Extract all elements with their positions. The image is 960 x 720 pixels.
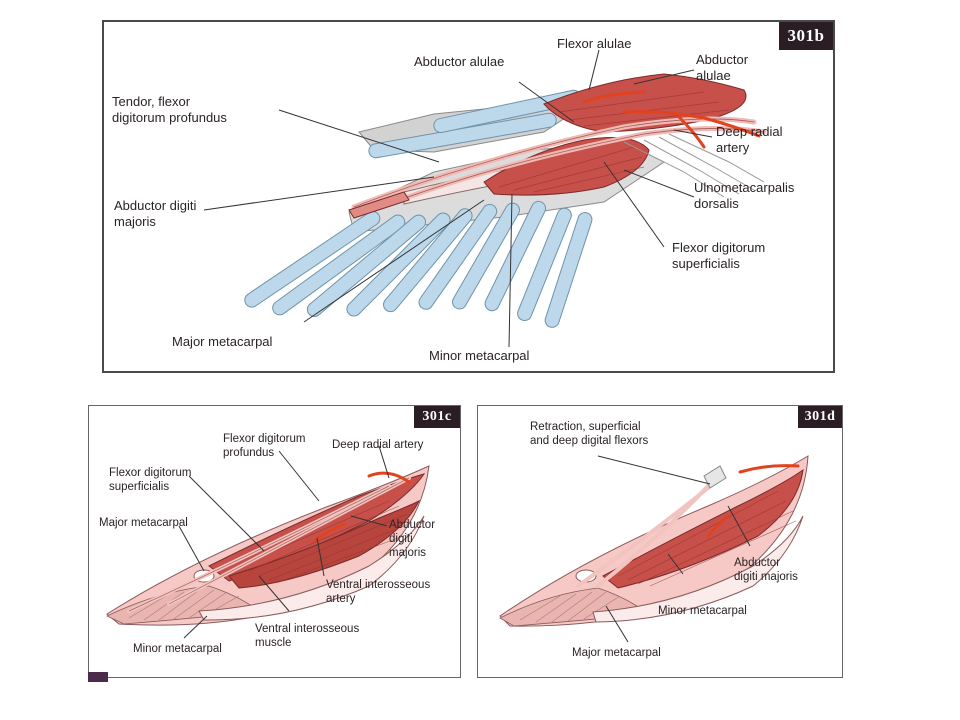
label-ventral-interosseous-artery: Ventral interosseous artery (326, 579, 431, 605)
label-ventral-interosseous-muscle: Ventral interosseous muscle (255, 623, 360, 649)
tendon-fdp (348, 191, 410, 219)
wing-dissection-301b (203, 49, 767, 348)
label-retraction-flexors: Retraction, superficial and deep digital… (530, 421, 649, 447)
label-major-metacarpal: Major metacarpal (572, 647, 661, 659)
panel-301c: 301c Flexor digitorum profundus Deep rad… (88, 405, 461, 678)
panel-301b: 301b Flexor alulae Abductor alulae Abduc… (102, 20, 835, 373)
label-flexor-alulae: Flexor alulae (557, 36, 632, 51)
leader-lines (203, 49, 713, 348)
label-major-metacarpal: Major metacarpal (172, 334, 273, 349)
wing-dissection-301c (106, 445, 430, 639)
arteries (312, 471, 411, 543)
minor-metacarpal-bone (198, 515, 425, 621)
label-ulnometacarpalis-dorsalis: Ulnometacarpalis dorsalis (694, 180, 795, 211)
label-major-metacarpal: Major metacarpal (99, 517, 188, 529)
figure-badge-301c: 301c (414, 406, 460, 428)
label-minor-metacarpal: Minor metacarpal (658, 605, 747, 617)
ventral-interosseous-muscle (228, 499, 421, 589)
label-minor-metacarpal: Minor metacarpal (429, 348, 530, 363)
abductor-digiti-majoris-muscle (602, 468, 804, 589)
minor-metacarpal-bone (592, 515, 804, 623)
leader-lines (178, 445, 390, 639)
label-abductor-alulae-top: Abductor alulae (414, 54, 505, 69)
label-deep-radial-artery: Deep radial artery (332, 439, 424, 451)
label-flexor-digitorum-superficialis: Flexor digitorum superficialis (109, 467, 192, 493)
label-abductor-digiti-majoris: Abductor digiti majoris (734, 557, 798, 583)
figure-badge-301d: 301d (798, 406, 842, 428)
arteries (582, 90, 761, 149)
label-deep-radial-artery: Deep radial artery (716, 124, 783, 155)
panel-301d: 301d Retraction, superficial and deep di… (477, 405, 843, 678)
label-flexor-digitorum-profundus: Flexor digitorum profundus (223, 433, 306, 459)
figure-badge-301b: 301b (779, 22, 833, 50)
label-abductor-digiti-majoris: Abductor digiti majoris (114, 198, 197, 229)
gray-distal-tissue (623, 133, 765, 198)
label-minor-metacarpal: Minor metacarpal (133, 643, 222, 655)
flexor-digitorum-superficialis-muscle (483, 137, 650, 196)
label-abductor-digiti-majoris: Abductor digiti majoris (389, 519, 436, 559)
label-tendon-fdp: Tendor, flexor digitorum profundus (112, 94, 227, 125)
leader-lines (597, 455, 751, 643)
arteries (706, 464, 800, 538)
label-abductor-alulae-right: Abductor alulae (696, 52, 749, 83)
wing-dissection-301d (499, 455, 809, 643)
label-flexor-digitorum-superficialis: Flexor digitorum superficialis (672, 240, 766, 271)
corner-tab (88, 672, 108, 682)
